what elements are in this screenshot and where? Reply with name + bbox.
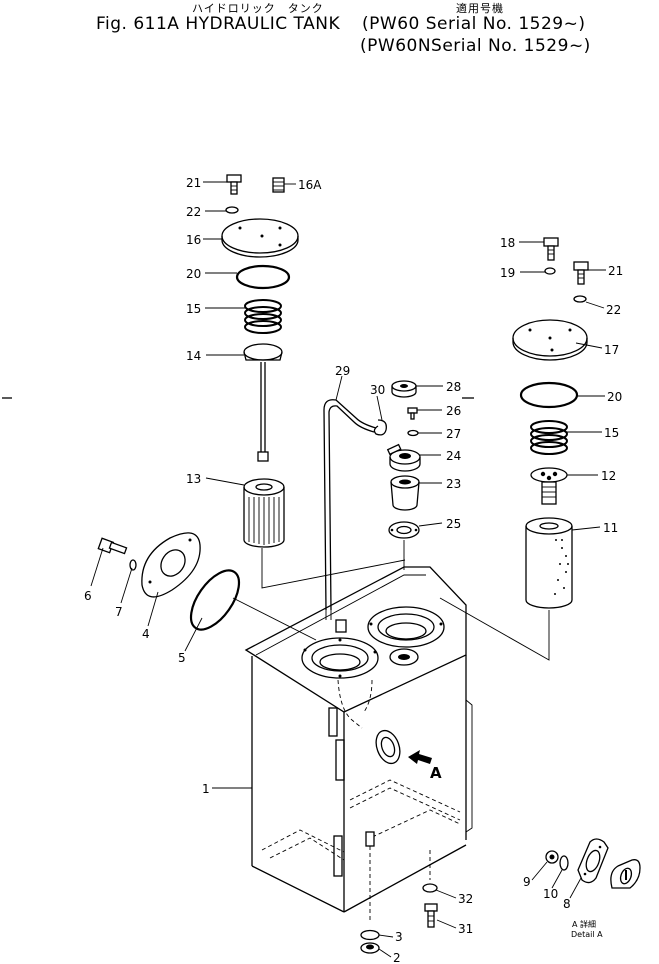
callout-11: 11 [603,521,618,535]
sight-gauge-detail [610,859,641,889]
arrow-a-label: A [430,764,442,782]
part-26-screw [407,407,418,420]
callout-30: 30 [370,383,385,397]
leader-right-stack [439,597,550,661]
callout-16a: 16A [298,178,322,192]
callout-21-right: 21 [608,264,623,278]
kana-title: ハイドロリック タンク [192,2,324,15]
callout-18: 18 [500,236,515,250]
callout-20-left: 20 [186,267,201,281]
callout-7: 7 [115,605,123,619]
callout-20-right: 20 [607,390,622,404]
part-3-oring [360,929,380,941]
callout-22-left: 22 [186,205,201,219]
callout-13: 13 [186,472,201,486]
callout-24: 24 [446,449,461,463]
part-21-bolt-left [226,174,242,195]
part-20-oring-left [235,264,291,290]
callout-15-right: 15 [604,426,619,440]
callout-6: 6 [84,589,92,603]
leader-left-stack [261,548,406,589]
callout-8: 8 [563,897,571,911]
part-17-cover-plate [512,319,588,361]
figure-title: Fig. 611A HYDRAULIC TANK [96,14,341,34]
callout-29: 29 [335,364,350,378]
part-16a-plug [272,177,285,193]
part-8-glass-frame [577,838,609,884]
callout-23: 23 [446,477,461,491]
detail-label-en: Detail A [571,930,603,939]
detail-label-jp: A 詳細 [572,919,596,929]
part-4-cover [141,532,201,598]
callout-3: 3 [395,930,403,944]
callout-5: 5 [178,651,186,665]
callout-32: 32 [458,892,473,906]
leader-lines [90,181,606,958]
callout-27: 27 [446,427,461,441]
callout-9: 9 [523,875,531,889]
callout-1: 1 [202,782,210,796]
callout-16: 16 [186,233,201,247]
part-30-clip [373,419,387,436]
callout-19: 19 [500,266,515,280]
callout-26: 26 [446,404,461,418]
callout-28: 28 [446,380,461,394]
part-28-cap [391,380,417,398]
part-25-gasket [388,521,420,539]
kana-model: 適用号機 [456,2,504,15]
part-10-washer [559,855,569,871]
callout-4: 4 [142,627,150,641]
callout-14: 14 [186,349,201,363]
callout-21-left: 21 [186,176,201,190]
part-15-spring-right [530,420,568,455]
part-13-element-left [243,478,285,548]
part-20-oring-right [519,381,579,409]
callout-12: 12 [601,469,616,483]
part-11-element-right [525,517,573,609]
part-6-bolt [97,537,128,555]
part-32-oring [422,883,438,893]
part-23-strainer [390,475,420,511]
part-29-pipe [323,399,377,611]
callout-31: 31 [458,922,473,936]
callout-17: 17 [604,343,619,357]
callout-22-right: 22 [606,303,621,317]
view-arrow-a [408,750,432,764]
callout-2: 2 [393,951,401,964]
part-31-bolt [424,903,438,928]
part-22-washer-left [225,206,239,214]
part-18-bolt [543,237,559,261]
part-9-nut [545,850,559,864]
part-14-bypass-valve [243,343,283,462]
part-21-bolt-right [573,261,589,285]
part-24-breather [386,443,421,472]
callout-15-left: 15 [186,302,201,316]
serial-line-2: (PW60NSerial No. 1529~) [360,36,591,56]
part-1-hydraulic-tank [244,566,473,920]
part-7-washer [129,559,137,571]
leader-side-cover [232,597,317,641]
part-5-oring [189,569,241,631]
part-2-drain-plug [360,942,380,954]
serial-line-1: (PW60 Serial No. 1529~) [362,14,586,34]
callout-25: 25 [446,517,461,531]
part-16-cover-plate [221,218,299,258]
part-15-spring-left [244,299,282,334]
part-12-valve [530,467,568,505]
part-27-washer [407,429,419,437]
part-22-washer-right [573,295,587,303]
callout-10: 10 [543,887,558,901]
part-19-oring-small [544,267,556,275]
